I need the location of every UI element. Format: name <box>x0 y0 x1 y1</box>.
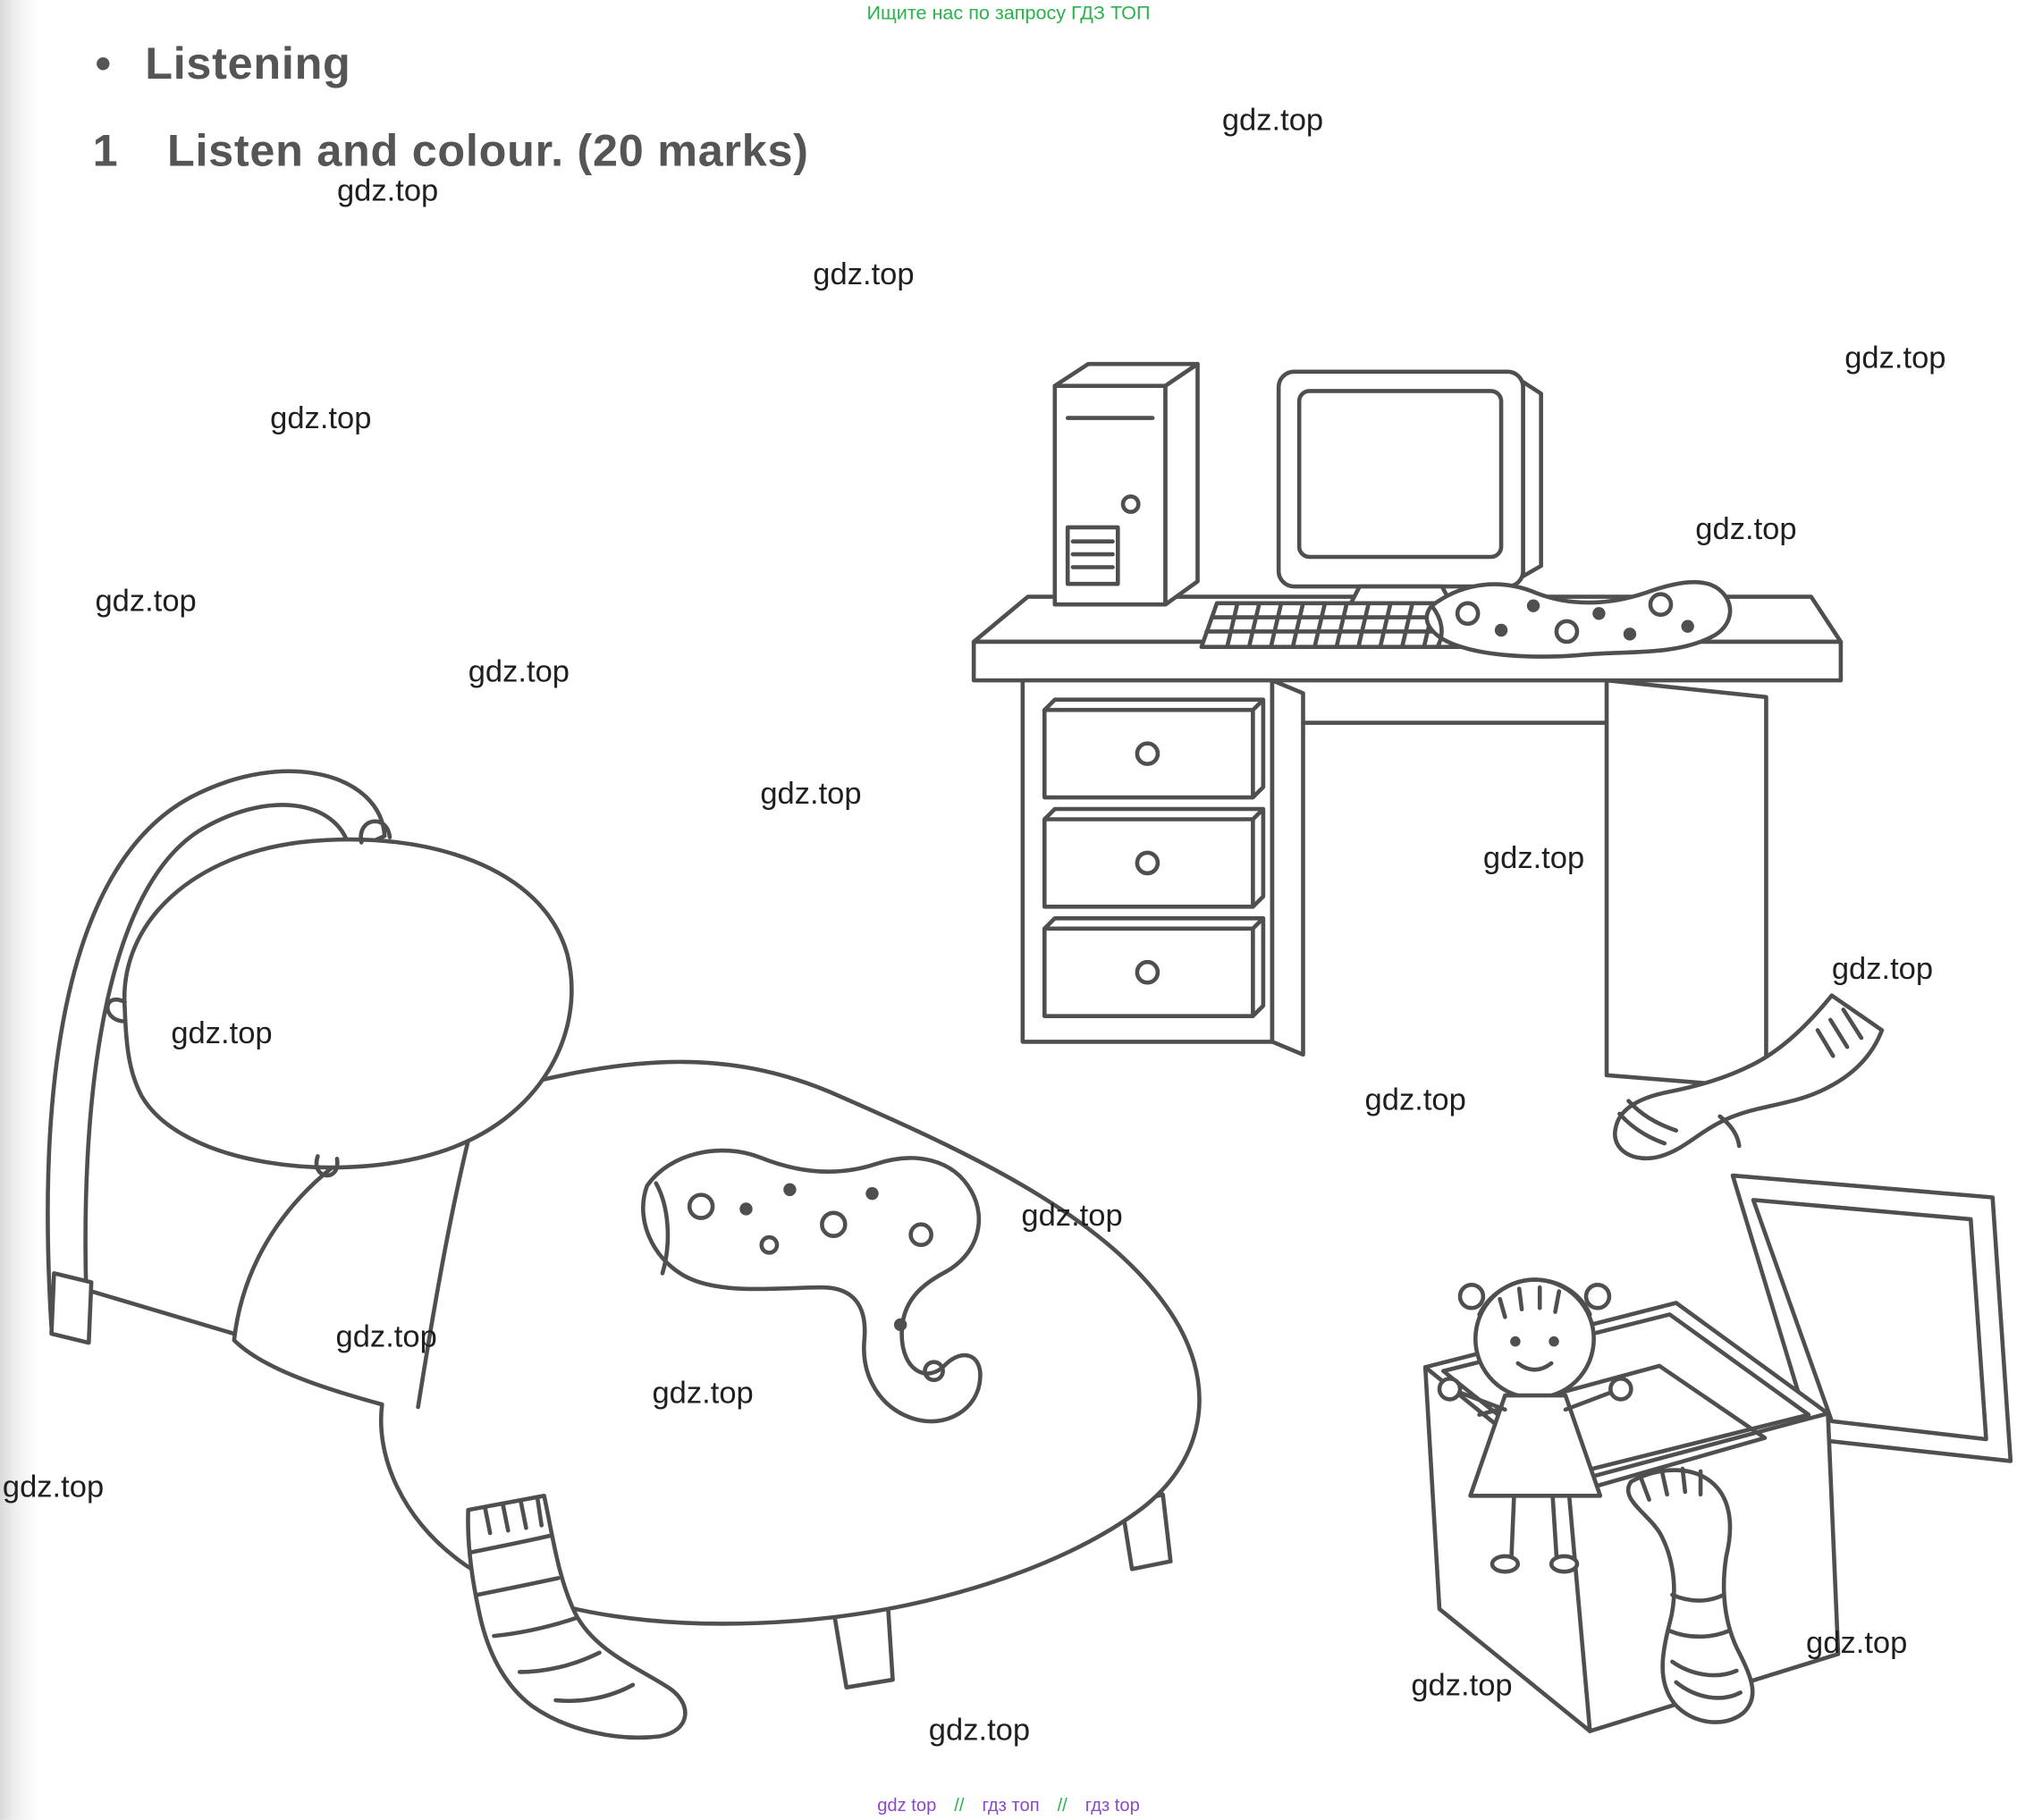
footer-separator: // <box>954 1794 965 1816</box>
watermark: gdz.top <box>270 400 372 436</box>
bed-group <box>46 769 1202 1740</box>
computer-tower <box>1052 361 1200 607</box>
striped-sock-under-bed <box>466 1493 688 1740</box>
watermark: gdz.top <box>1844 341 1946 376</box>
watermark: gdz.top <box>760 777 862 812</box>
footer-links: gdz top // гдз топ // гдз top <box>0 1794 2017 1815</box>
footer-item: гдз top <box>1084 1794 1140 1816</box>
striped-sock-on-toy-box <box>1626 1466 1755 1724</box>
watermark: gdz.top <box>1695 511 1797 547</box>
watermark: gdz.top <box>1221 103 1324 138</box>
watermark: gdz.top <box>813 257 915 292</box>
bed-frame <box>49 1271 249 1345</box>
task-heading: 1 Listen and colour. (20 marks) <box>93 126 809 178</box>
polka-dot-sock-on-bed <box>641 1148 983 1424</box>
toybox-group <box>1422 1173 2013 1733</box>
watermark: gdz.top <box>335 1319 437 1355</box>
polka-dot-sock-on-desk <box>1424 579 1733 659</box>
watermark: gdz.top <box>468 654 570 690</box>
bullet-icon: • <box>95 38 112 89</box>
bed-headboard <box>46 769 387 1330</box>
section-title: Listening <box>145 38 351 89</box>
section-heading: • Listening <box>95 38 350 90</box>
drawers <box>1020 678 1609 1057</box>
top-banner: Ищите нас по запросу ГДЗ ТОП <box>866 2 1151 25</box>
doll <box>1437 1277 1633 1574</box>
watermark: gdz.top <box>336 173 439 209</box>
watermark: gdz.top <box>652 1376 754 1411</box>
watermark: gdz.top <box>1806 1625 1908 1661</box>
pillow <box>105 819 574 1178</box>
desk-group <box>971 361 1885 1161</box>
desk-leg-panel <box>1604 678 1768 1091</box>
footer-item: gdz top <box>877 1794 937 1816</box>
task-text: Listen and colour. (20 marks) <box>166 126 809 177</box>
striped-sock-beside-desk <box>1613 993 1885 1161</box>
watermark: gdz.top <box>1831 951 1934 987</box>
watermark: gdz.top <box>928 1713 1031 1748</box>
watermark: gdz.top <box>171 1015 273 1051</box>
task-number: 1 <box>92 126 119 177</box>
footer-item: гдз топ <box>982 1794 1040 1816</box>
toy-box-lid <box>1730 1173 2013 1463</box>
watermark: gdz.top <box>95 584 197 619</box>
footer-separator: // <box>1057 1794 1068 1816</box>
watermark: gdz.top <box>1411 1668 1513 1703</box>
watermark: gdz.top <box>1021 1198 1123 1234</box>
watermark: gdz.top <box>1364 1083 1466 1118</box>
watermark: gdz.top <box>2 1470 105 1505</box>
watermark: gdz.top <box>1482 840 1585 876</box>
